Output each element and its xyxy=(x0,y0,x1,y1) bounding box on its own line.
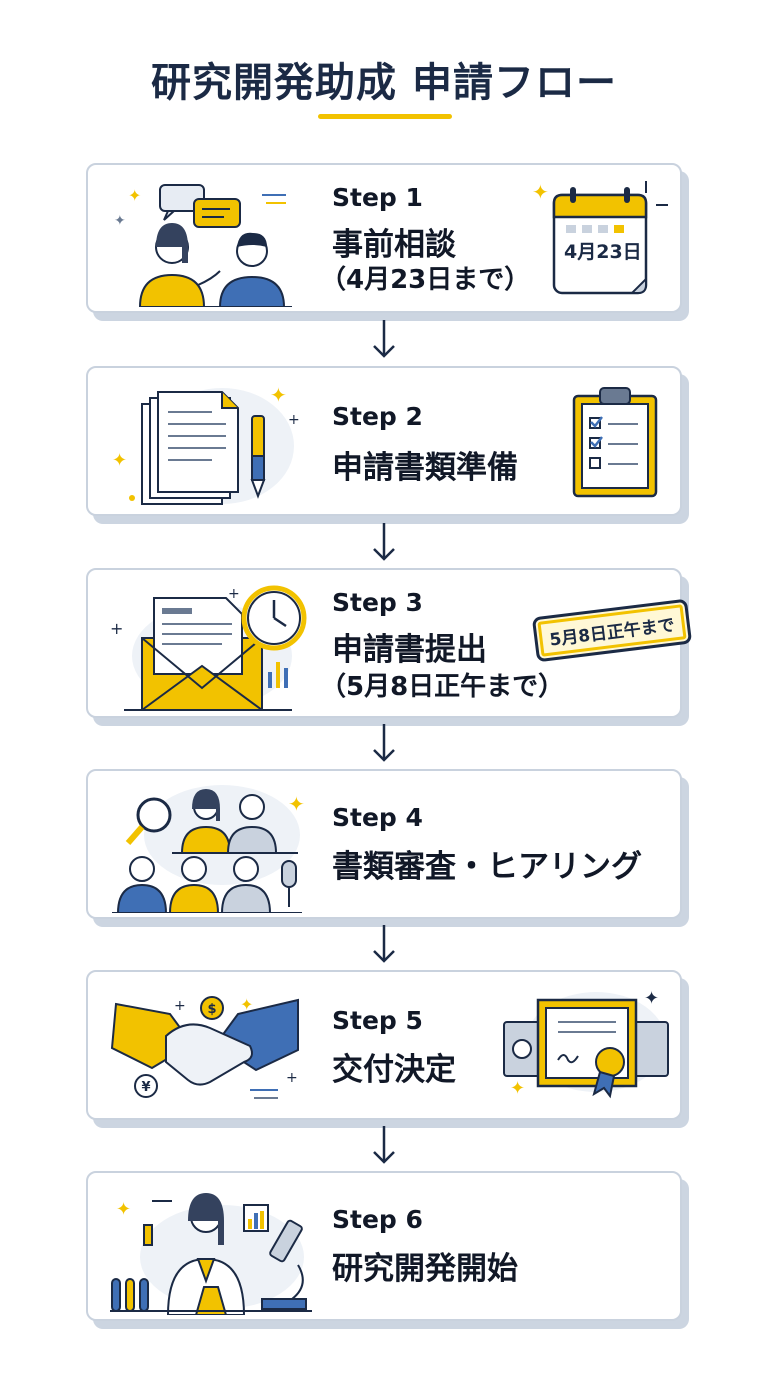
svg-text:✦: ✦ xyxy=(114,213,126,229)
page-title: 研究開発助成 申請フロー xyxy=(151,60,617,106)
svg-text:+: + xyxy=(228,586,240,602)
calendar-date: 4月23日 xyxy=(564,241,642,263)
svg-text:✦: ✦ xyxy=(112,450,127,471)
step-label: Step 4 xyxy=(332,803,423,832)
review-panel-icon: ✦ xyxy=(112,785,305,913)
step-label: Step 2 xyxy=(332,402,423,431)
step-card-4: ✦ Step 4 書類審査・ヒアリング xyxy=(86,769,682,919)
svg-text:¥: ¥ xyxy=(141,1080,150,1095)
step-name: 研究開発開始 xyxy=(332,1251,518,1287)
consultation-icon: ✦ ✦ xyxy=(114,184,292,307)
svg-text:✦: ✦ xyxy=(288,792,305,816)
certificate-icon: ✦ ✦ xyxy=(503,988,669,1099)
flow-arrow-icon xyxy=(373,320,395,358)
step-name: 交付決定 xyxy=(332,1052,456,1088)
flow-arrow-icon xyxy=(373,523,395,561)
svg-text:✦: ✦ xyxy=(644,988,659,1009)
researcher-icon: ✦ xyxy=(110,1193,312,1315)
flow-arrow-icon xyxy=(373,724,395,762)
svg-text:+: + xyxy=(286,1070,298,1086)
step-card-2: ✦ ✦ + Step 2 申請書類準備 xyxy=(86,366,682,516)
step-card-1: ✦ ✦ Step 1 事前相談 （4月23日まで） ✦ 4月23日 xyxy=(86,163,682,313)
step-card-5: $ ¥ ✦ + + Step 5 交付決定 ✦ ✦ xyxy=(86,970,682,1120)
clipboard-checklist-icon xyxy=(572,387,658,498)
flow-arrow-icon xyxy=(373,925,395,963)
svg-text:+: + xyxy=(174,998,186,1014)
deadline-badge: 5月8日正午まで xyxy=(531,598,692,663)
step-label: Step 6 xyxy=(332,1205,423,1234)
svg-text:✦: ✦ xyxy=(532,180,549,204)
svg-text:✦: ✦ xyxy=(116,1199,131,1220)
svg-text:✦: ✦ xyxy=(510,1078,525,1099)
svg-text:+: + xyxy=(110,619,123,638)
step-deadline-note: （4月23日まで） xyxy=(320,265,531,295)
envelope-icon: + + xyxy=(110,585,307,711)
documents-icon: ✦ ✦ + xyxy=(112,383,300,505)
step-card-6: ✦ Step 6 研究開発開始 xyxy=(86,1171,682,1321)
handshake-icon: $ ¥ ✦ + + xyxy=(110,995,299,1099)
flow-arrow-icon xyxy=(373,1126,395,1164)
step-deadline-note: （5月8日正午まで） xyxy=(320,672,565,702)
step-label: Step 1 xyxy=(332,183,423,212)
svg-text:+: + xyxy=(288,412,300,428)
step-name: 書類審査・ヒアリング xyxy=(332,849,642,885)
step-label: Step 3 xyxy=(332,588,423,617)
step-card-3: + + Step 3 申請書提出 （5月8日正午まで） 5月8日正午まで xyxy=(86,568,692,718)
calendar-icon: ✦ xyxy=(532,180,668,295)
svg-text:✦: ✦ xyxy=(128,186,141,205)
title-underline xyxy=(318,114,452,119)
step-name: 申請書類準備 xyxy=(332,450,518,486)
step-label: Step 5 xyxy=(332,1006,423,1035)
svg-text:✦: ✦ xyxy=(240,995,253,1014)
svg-text:✦: ✦ xyxy=(270,383,287,407)
step-name: 申請書提出 xyxy=(332,632,487,668)
step-name: 事前相談 xyxy=(332,227,456,263)
svg-text:$: $ xyxy=(207,1002,216,1017)
